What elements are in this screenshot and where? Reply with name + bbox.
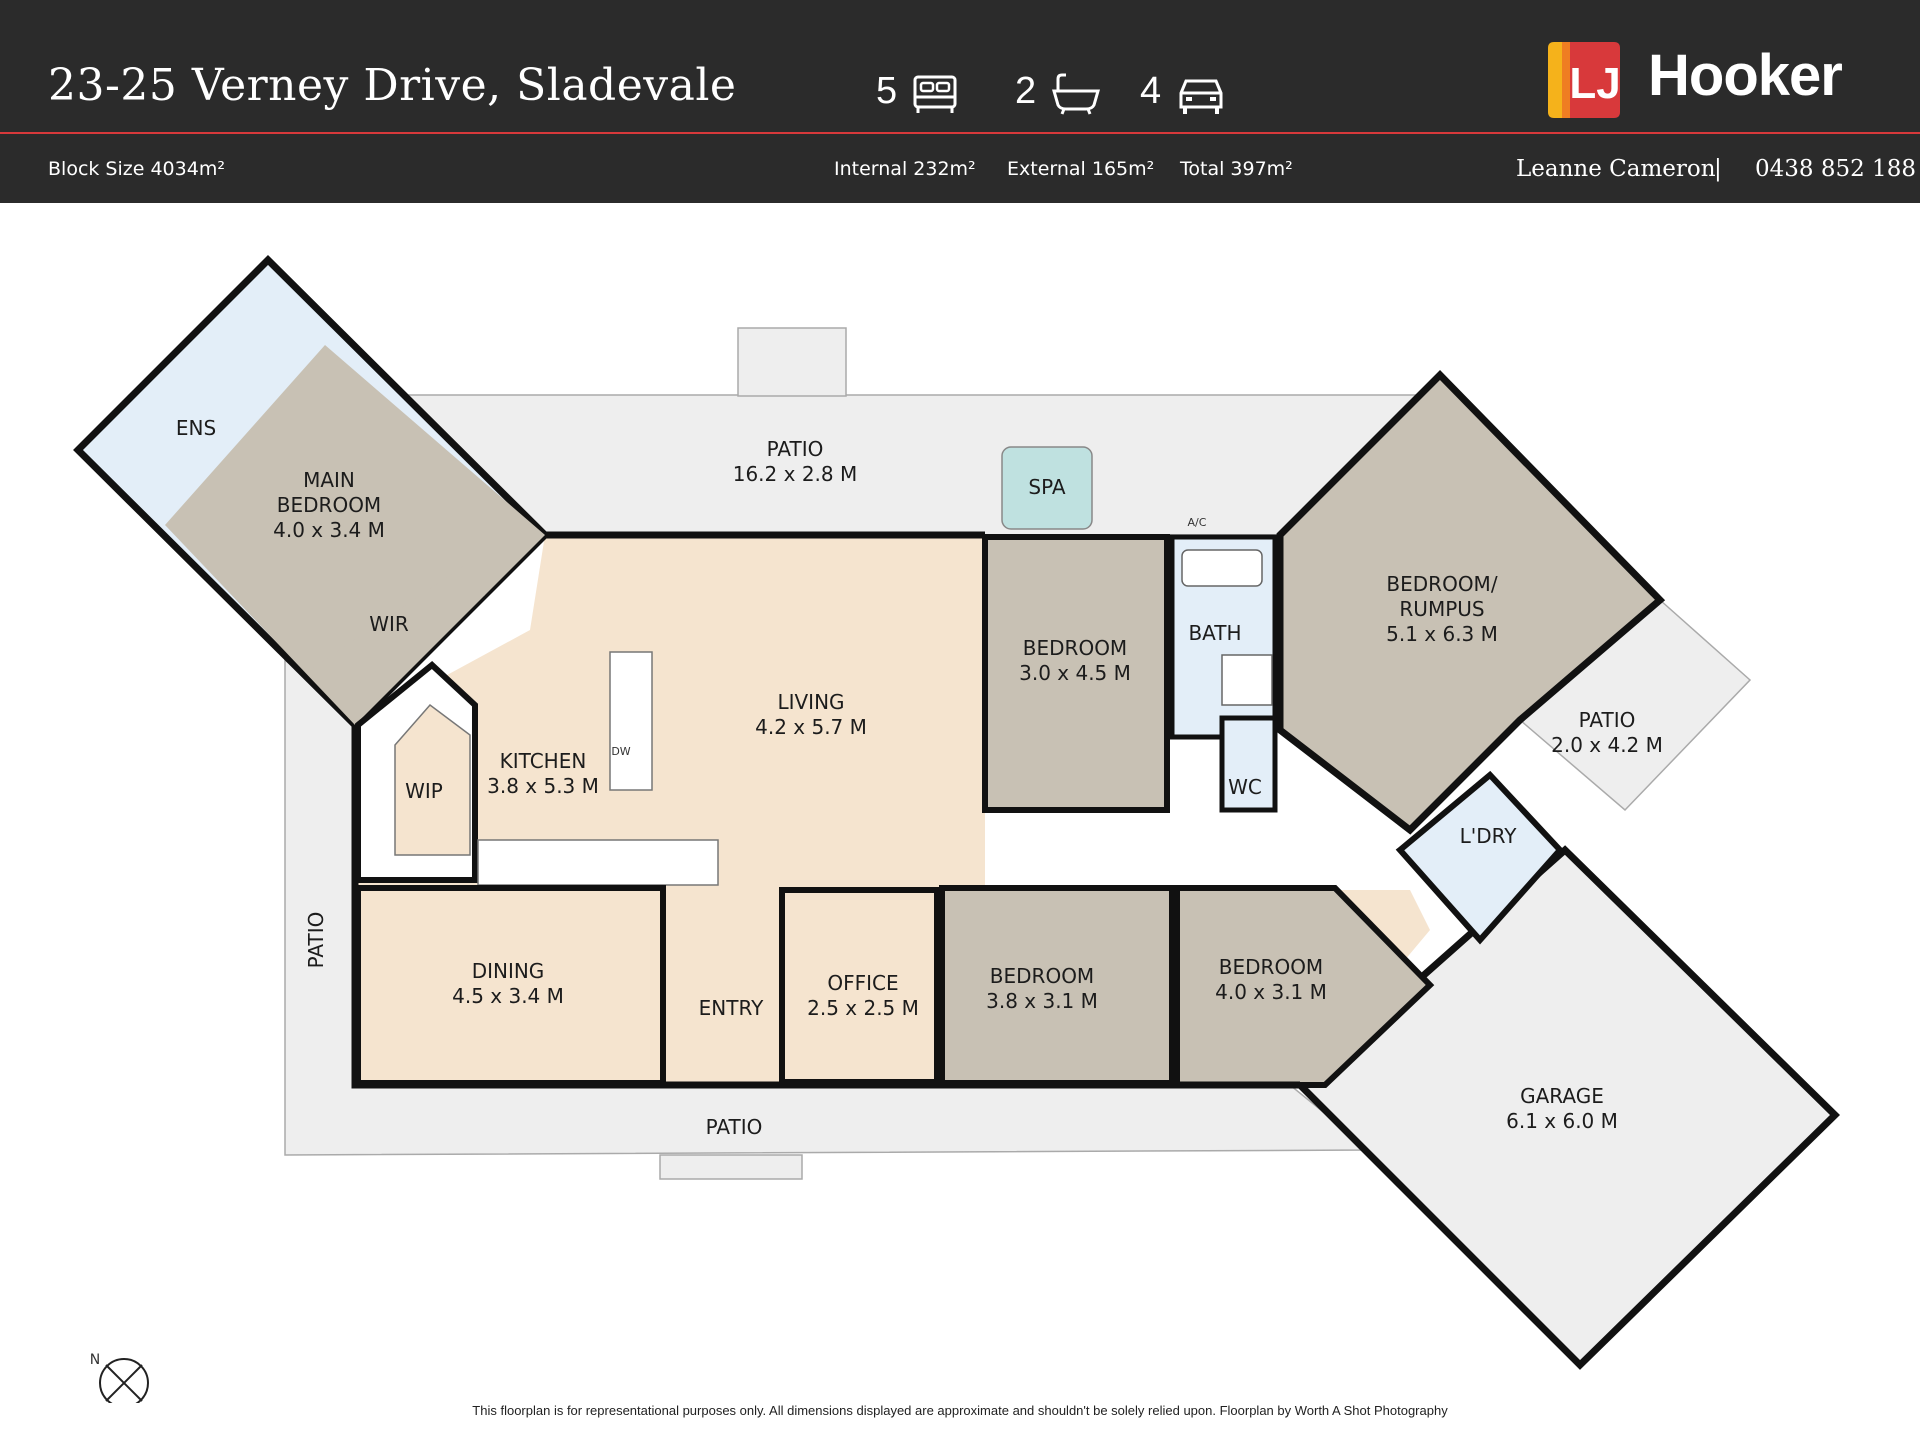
patio-right-dim: 2.0 x 4.2 M [1551,733,1663,757]
floorplan: N PATIO 16.2 x 2.8 M SPA MAIN BEDROOM 4.… [73,255,1840,1403]
patio-top-step [737,327,847,397]
spa [1001,446,1093,530]
agent-phone[interactable]: 0438 852 188 [1755,156,1916,182]
patio-top-dim: 16.2 x 2.8 M [733,462,858,486]
patio-bottom-label: PATIO [706,1115,763,1139]
bedroom-3-name: BEDROOM [990,964,1094,988]
car-count: 4 [1140,70,1162,112]
main-bedroom-line2: BEDROOM [277,493,381,517]
external-area: External 165m² [1007,158,1155,180]
internal-area: Internal 232m² [834,158,976,180]
patio-top-name: PATIO [767,437,824,461]
bedroom-2-dim: 3.0 x 4.5 M [1019,661,1131,685]
bedroom-4-dim: 4.0 x 3.1 M [1215,980,1327,1004]
compass-icon [99,1358,149,1403]
logo-initials: LJ [1569,59,1620,108]
bedroom-4-name: BEDROOM [1219,955,1323,979]
bathroom-count: 2 [1015,70,1037,112]
bath-label: BATH [1188,621,1241,645]
header-divider [0,132,1920,134]
wc-label: WC [1228,775,1262,799]
entry-label: ENTRY [699,996,764,1020]
rumpus-line2: RUMPUS [1399,597,1484,621]
rumpus-area [1276,370,1666,835]
kitchen-dim: 3.8 x 5.3 M [487,774,599,798]
ac-label-bath: A/C [1188,516,1207,529]
office-area [779,887,940,1085]
ens-label: ENS [176,416,216,440]
dishwasher-label: DW [611,745,630,758]
main-bedroom-line1: MAIN [303,468,355,492]
garage-dim: 6.1 x 6.0 M [1506,1109,1618,1133]
bedroom-count: 5 [876,70,898,112]
agent-separator: | [1714,156,1722,182]
garage-name: GARAGE [1520,1084,1604,1108]
main-bedroom-dim: 4.0 x 3.4 M [273,518,385,542]
disclaimer: This floorplan is for representational p… [472,1403,1448,1418]
rumpus-line1: BEDROOM/ [1386,572,1497,596]
agent-name: Leanne Cameron [1516,156,1716,182]
spa-label: SPA [1028,475,1065,499]
wc-area [1219,715,1278,813]
shower [1221,654,1273,706]
office-name: OFFICE [827,971,898,995]
bed-icon [913,75,957,113]
bedroom-3-area [939,885,1175,1086]
office-dim: 2.5 x 2.5 M [807,996,919,1020]
patio-left-label: PATIO [304,912,328,969]
patio-bottom-step [659,1154,803,1180]
lj-hooker-logo-mark: LJ [1548,42,1621,118]
bath-icon [1052,73,1100,115]
kitchen-bench [477,839,719,886]
compass-north: N [90,1352,100,1368]
wir-area [310,565,485,700]
rumpus-dim: 5.1 x 6.3 M [1386,622,1498,646]
laundry-label: L'DRY [1460,824,1518,848]
bedroom-2-area [982,534,1170,813]
dining-area [355,885,666,1086]
patio-right-name: PATIO [1579,708,1636,732]
brand-name: Hooker [1648,43,1843,108]
living-dim: 4.2 x 5.7 M [755,715,867,739]
dining-dim: 4.5 x 3.4 M [452,984,564,1008]
wir-label: WIR [369,612,409,636]
living-name: LIVING [777,690,844,714]
laundry-area [1395,770,1565,945]
total-area: Total 397m² [1180,158,1293,180]
wip-area [394,703,471,856]
block-size: Block Size 4034m² [48,158,225,180]
wip-label: WIP [405,779,443,803]
bathtub [1181,549,1263,587]
property-address: 23-25 Verney Drive, Sladevale [48,60,737,111]
dining-name: DINING [472,959,545,983]
bedroom-4-area [1174,885,1435,1088]
car-icon [1179,79,1223,114]
main-bedroom-area [165,345,545,725]
bedroom-3-dim: 3.8 x 3.1 M [986,989,1098,1013]
kitchen-island [609,651,653,791]
wall-bottom [351,725,1300,1089]
bedroom-2-name: BEDROOM [1023,636,1127,660]
header-bar: 23-25 Verney Drive, Sladevale 5 2 4 LJ H… [0,0,1920,203]
kitchen-name: KITCHEN [500,749,587,773]
